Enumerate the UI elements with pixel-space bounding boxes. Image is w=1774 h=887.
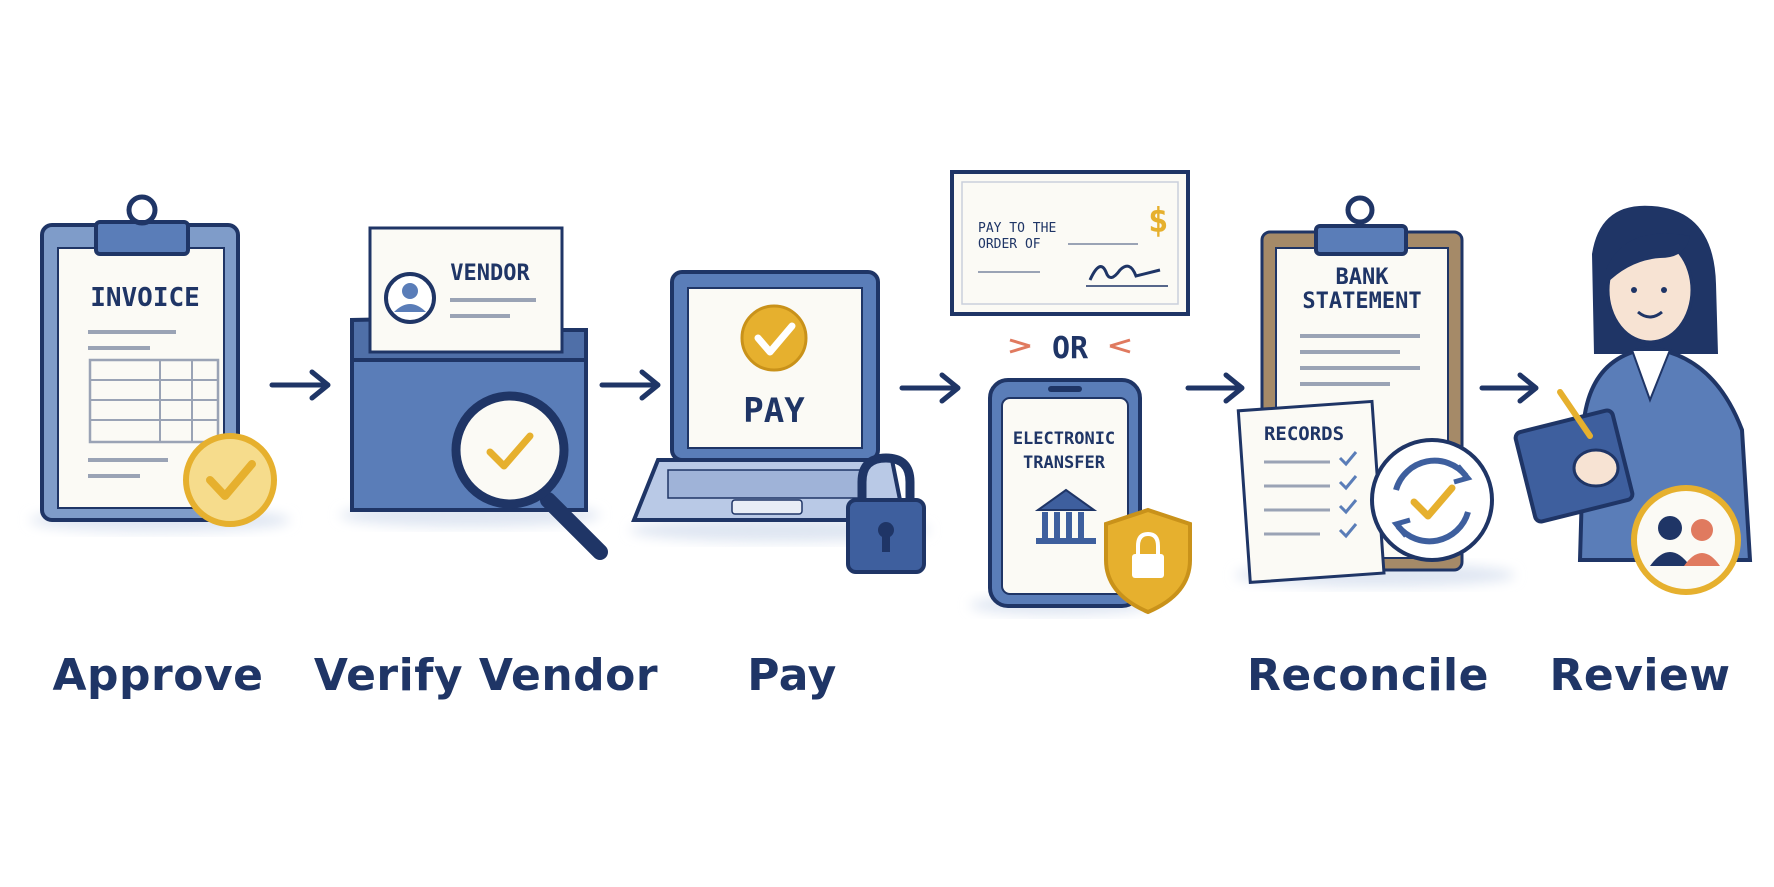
approved-check-badge-icon <box>183 433 277 527</box>
user-avatar-icon <box>384 272 436 324</box>
bank-statement-clipboard-illustration: BANK STATEMENT RECORDS <box>1235 195 1515 587</box>
laptop-pay-illustration: PAY <box>630 270 930 574</box>
or-separator: OR <box>1009 331 1131 366</box>
step-label-approve: Approve <box>52 650 264 701</box>
bank-statement-title-line1: BANK <box>1336 265 1390 290</box>
currency-symbol: $ <box>1148 201 1168 241</box>
records-sheet: RECORDS <box>1236 399 1386 584</box>
vendor-title: VENDOR <box>450 261 530 286</box>
mobile-transfer-phone: ELECTRONIC TRANSFER <box>970 378 1192 615</box>
flow-arrow-icon <box>599 369 661 401</box>
padlock-icon <box>846 453 926 574</box>
check-order-of-text: ORDER OF <box>978 237 1041 252</box>
flow-arrow-icon <box>899 372 961 404</box>
team-users-icon <box>1631 485 1741 595</box>
invoice-title: INVOICE <box>90 283 200 313</box>
step-label-review: Review <box>1549 650 1731 701</box>
flow-arrow-icon <box>1185 372 1245 404</box>
pay-title: PAY <box>743 391 805 431</box>
bank-building-icon <box>1034 488 1098 544</box>
transfer-line2: TRANSFER <box>1023 453 1106 473</box>
or-label: OR <box>1052 331 1089 366</box>
vendor-folder-illustration: VENDOR <box>340 226 608 560</box>
magnifier-check-icon <box>451 391 608 560</box>
pay-check-icon <box>740 304 808 372</box>
sync-check-icon <box>1370 438 1494 562</box>
invoice-clipboard-illustration: INVOICE <box>30 194 290 532</box>
records-title: RECORDS <box>1264 423 1344 445</box>
transfer-line1: ELECTRONIC <box>1013 429 1115 449</box>
security-shield-icon <box>1104 507 1192 615</box>
step-label-verify-vendor: Verify Vendor <box>313 650 659 701</box>
signature-icon <box>1088 264 1161 281</box>
reviewer-person-illustration <box>1513 205 1753 595</box>
flow-arrow-icon <box>269 369 331 401</box>
bank-statement-title-line2: STATEMENT <box>1302 289 1421 314</box>
flow-arrow-icon <box>1479 372 1539 404</box>
check-pay-to-text: PAY TO THE <box>978 221 1056 236</box>
paper-check: PAY TO THE ORDER OF $ <box>950 170 1190 316</box>
payment-method-illustration: PAY TO THE ORDER OF $ OR ELECTRONIC TRAN… <box>950 170 1192 615</box>
step-label-reconcile: Reconcile <box>1247 650 1489 701</box>
step-label-pay: Pay <box>747 650 837 701</box>
